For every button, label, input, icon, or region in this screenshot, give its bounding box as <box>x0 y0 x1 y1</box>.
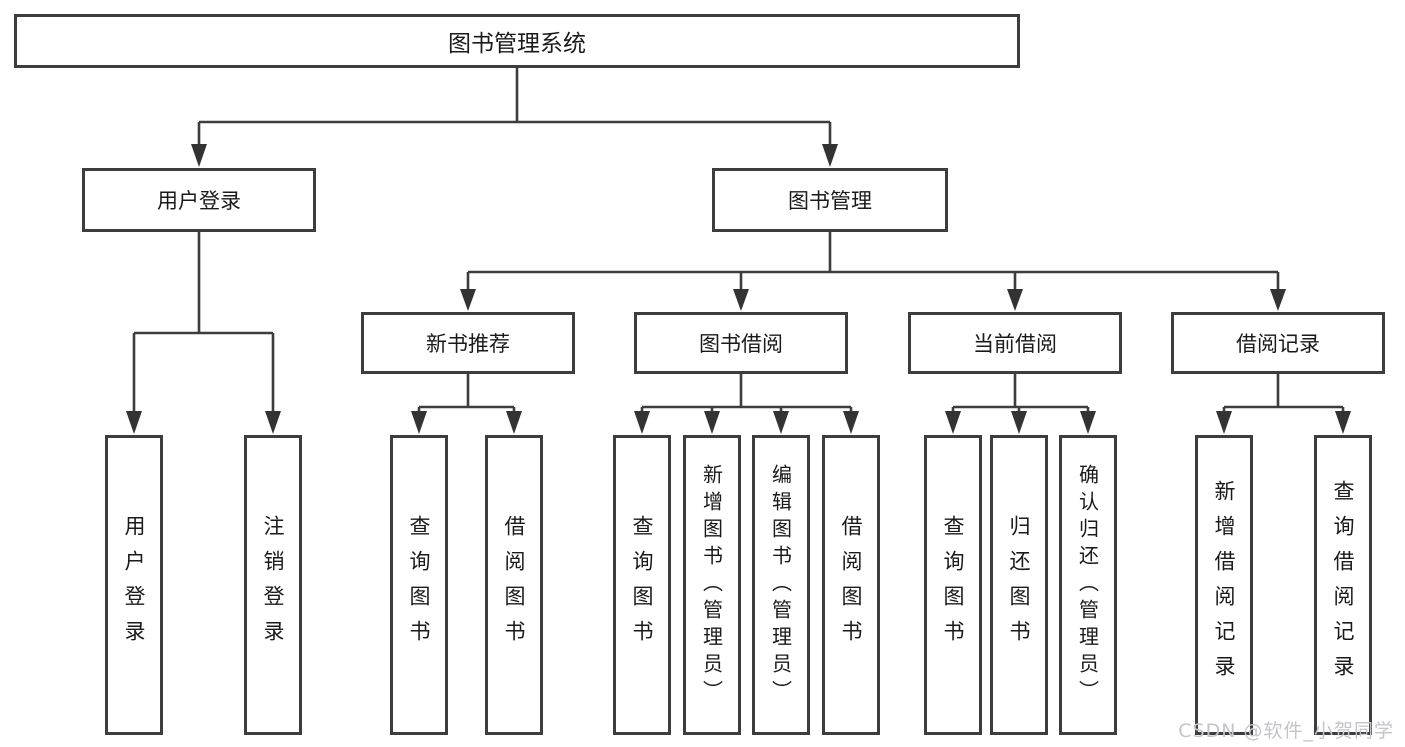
node-new-book-recommend: 新书推荐 <box>361 312 575 374</box>
leaf-borrow-books-borrowing: 借阅图书 <box>822 435 880 735</box>
leaf-user-login: 用户登录 <box>105 435 163 735</box>
csdn-watermark: CSDN @软件_小贺同学 <box>1178 720 1394 742</box>
node-borrowing-records: 借阅记录 <box>1171 312 1385 374</box>
leaf-add-book-admin: 新增图书（管理员） <box>683 435 741 735</box>
leaf-query-books-recommend: 查询图书 <box>390 435 448 735</box>
leaf-query-borrow-record: 查询借阅记录 <box>1314 435 1372 735</box>
leaf-query-books-current: 查询图书 <box>924 435 982 735</box>
leaf-borrow-books-recommend: 借阅图书 <box>485 435 543 735</box>
node-root-system: 图书管理系统 <box>14 14 1020 68</box>
leaf-query-books-borrowing: 查询图书 <box>613 435 671 735</box>
leaf-return-books: 归还图书 <box>990 435 1048 735</box>
node-book-management: 图书管理 <box>712 168 948 232</box>
leaf-logout: 注销登录 <box>244 435 302 735</box>
node-book-borrowing: 图书借阅 <box>634 312 848 374</box>
leaf-edit-book-admin: 编辑图书（管理员） <box>752 435 810 735</box>
node-current-borrowing: 当前借阅 <box>908 312 1122 374</box>
node-user-login: 用户登录 <box>82 168 316 232</box>
leaf-confirm-return-admin: 确认归还（管理员） <box>1059 435 1117 735</box>
leaf-add-borrow-record: 新增借阅记录 <box>1195 435 1253 735</box>
